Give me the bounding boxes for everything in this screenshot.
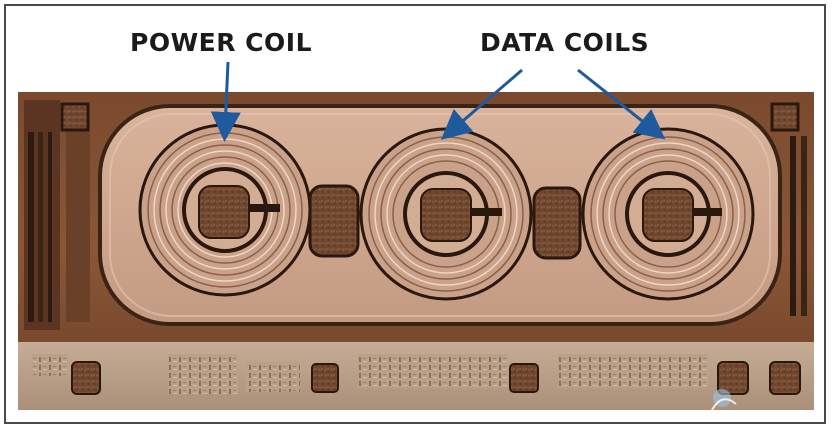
data-coil-1 <box>359 127 533 301</box>
power-coil-label: POWER COIL <box>130 28 313 57</box>
bond-pad-1 <box>308 184 360 258</box>
data-coils-label: DATA COILS <box>480 28 650 57</box>
data-coil-2 <box>581 127 755 301</box>
corner-pad-left <box>60 102 90 132</box>
power-coil <box>138 123 312 297</box>
circuit-strip <box>18 342 814 410</box>
corner-pad-right <box>770 102 800 132</box>
left-routing <box>24 100 90 330</box>
bond-pad-2 <box>532 186 582 260</box>
right-routing <box>790 136 807 316</box>
chip-die-photo <box>18 92 814 410</box>
